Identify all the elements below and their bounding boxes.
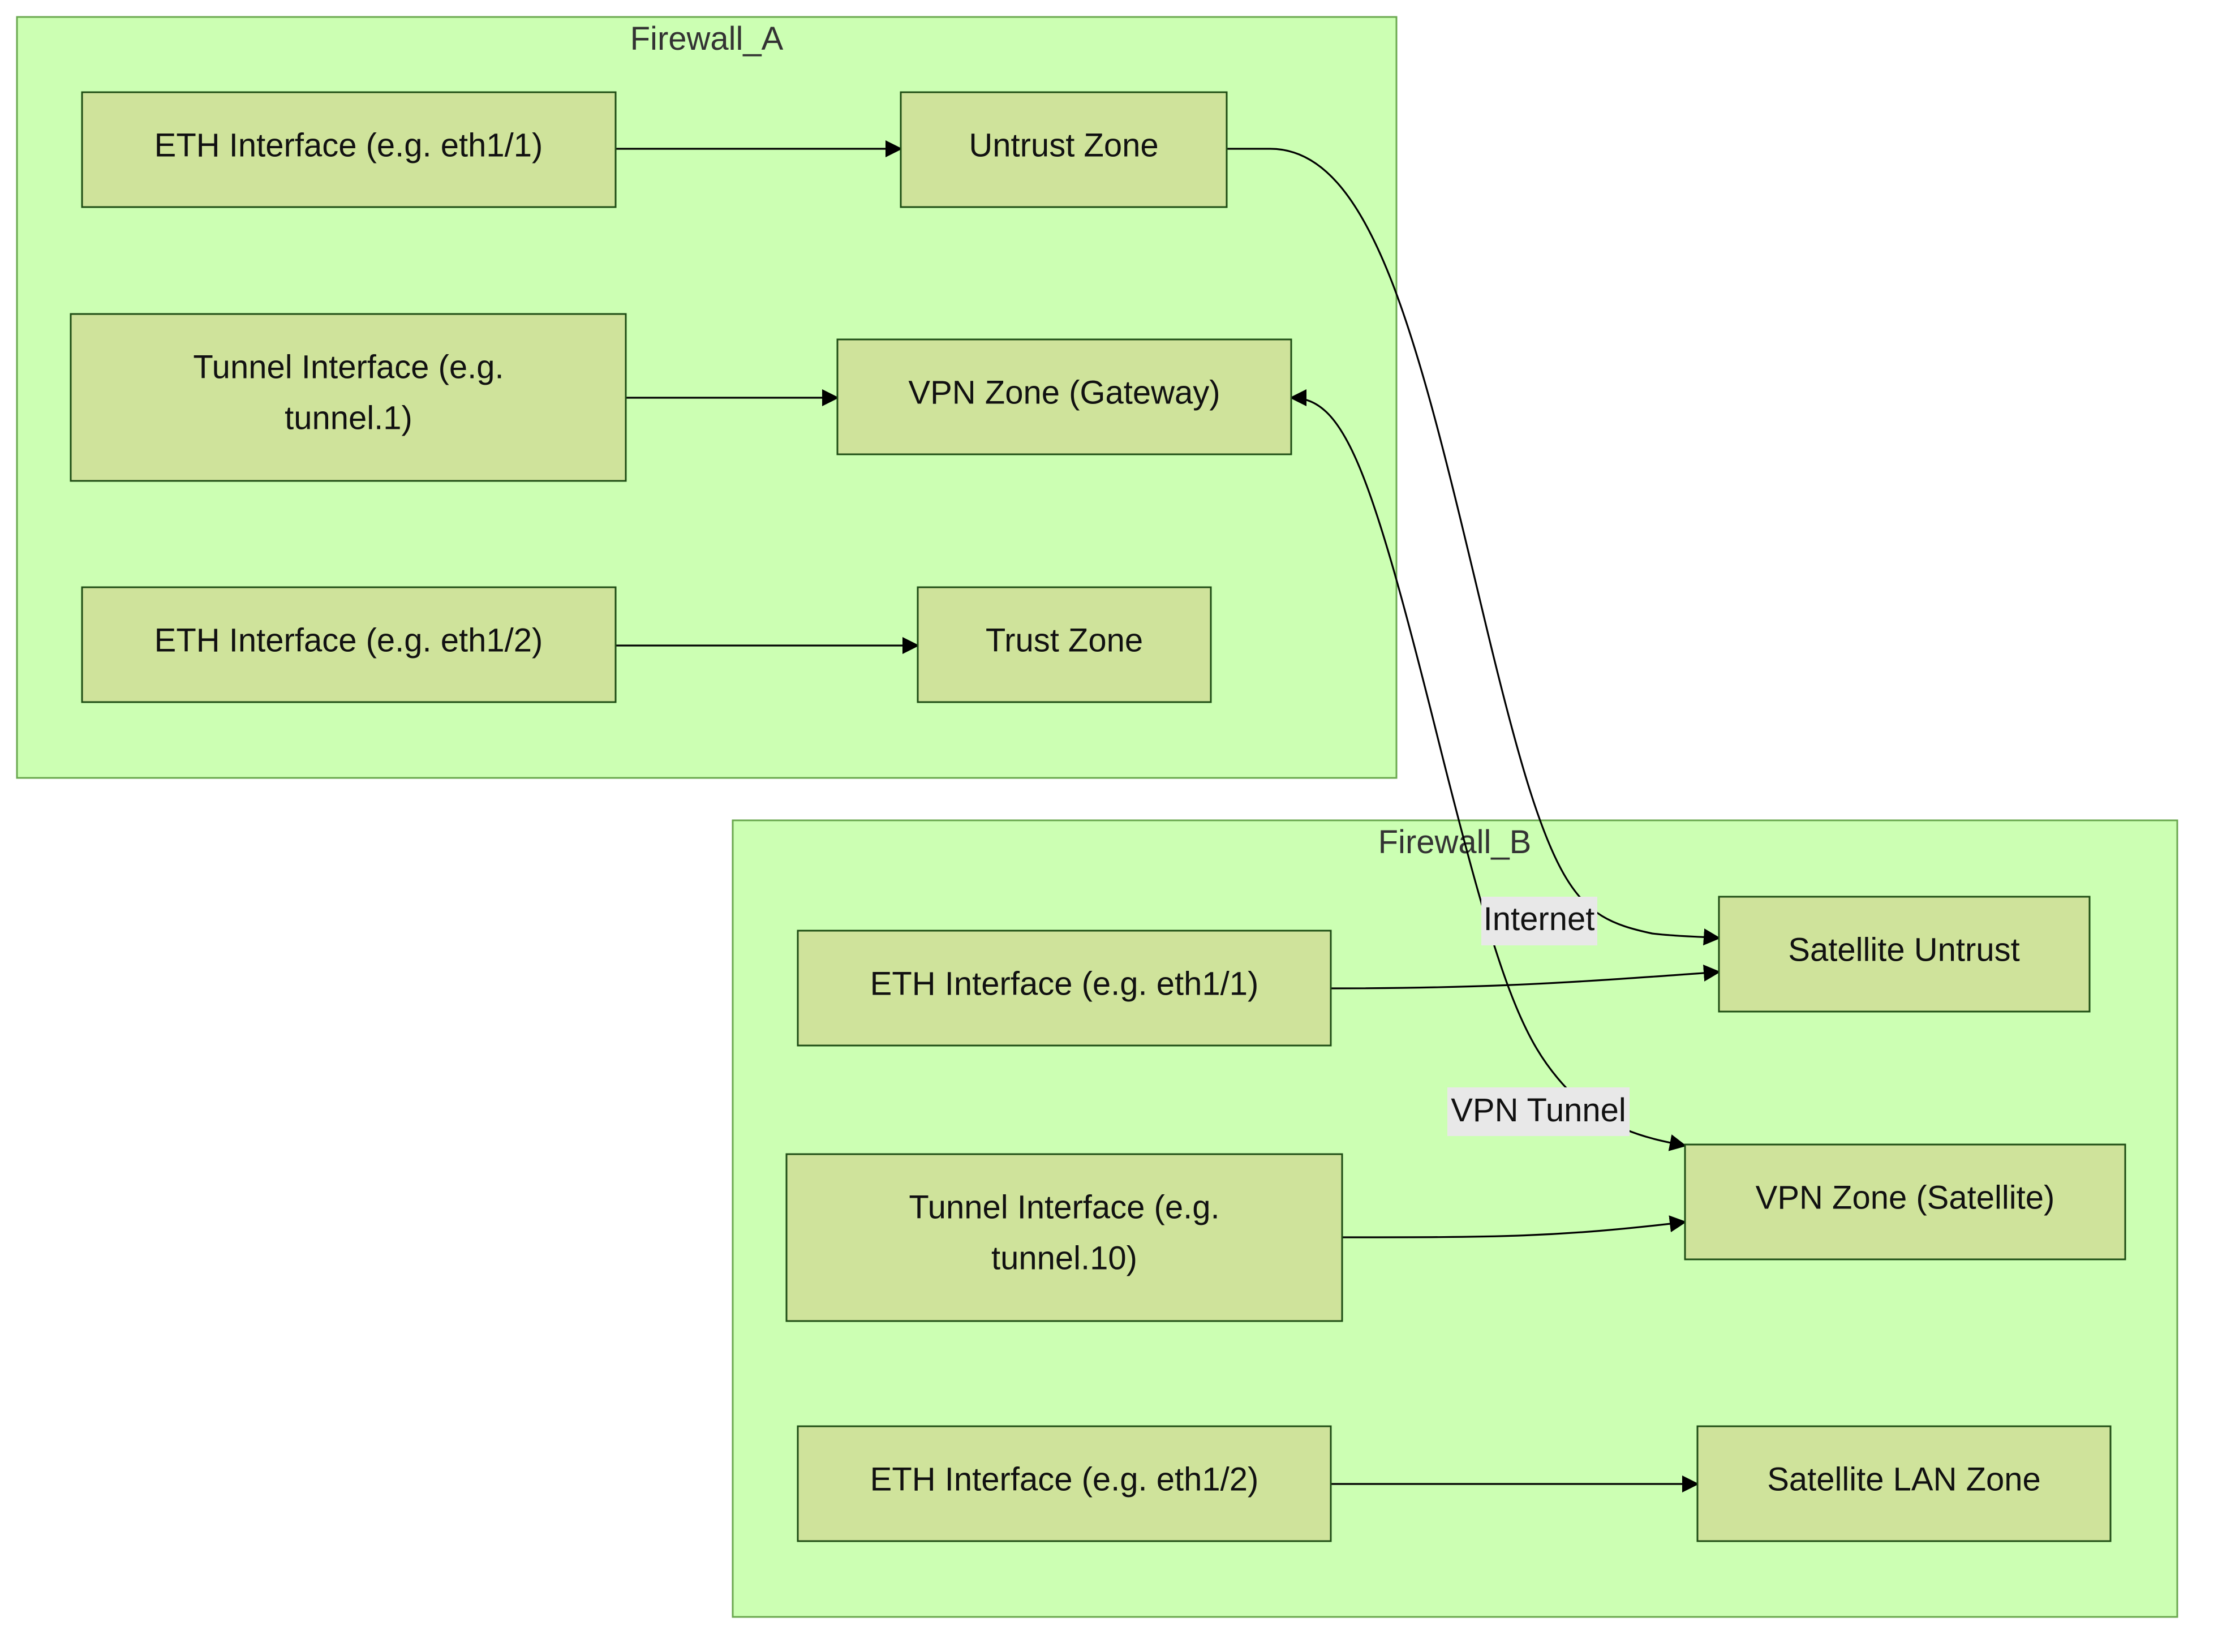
node-b-tunnel-interface: Tunnel Interface (e.g. tunnel.10) xyxy=(785,1153,1343,1322)
node-b-satellite-untrust: Satellite Untrust xyxy=(1718,896,2091,1013)
node-a-eth-interface-1: ETH Interface (e.g. eth1/1) xyxy=(81,91,617,208)
node-a-trust-zone-label: Trust Zone xyxy=(986,622,1143,659)
node-b-eth-interface-2-label: ETH Interface (e.g. eth1/2) xyxy=(870,1461,1259,1498)
edge-label-vpn-tunnel-text: VPN Tunnel xyxy=(1451,1092,1626,1129)
node-a-trust-zone: Trust Zone xyxy=(917,586,1212,703)
node-a-eth-interface-2-label: ETH Interface (e.g. eth1/2) xyxy=(154,622,543,659)
edge-label-internet-text: Internet xyxy=(1484,901,1595,937)
node-b-satellite-lan-zone-label: Satellite LAN Zone xyxy=(1767,1461,2041,1498)
edges xyxy=(616,140,1721,1492)
edge-label-vpn-tunnel: VPN Tunnel xyxy=(1447,1087,1630,1136)
node-b-tunnel-interface-label-line-2: tunnel.10) xyxy=(991,1240,1137,1276)
edge-b-tunnel-to-vpn xyxy=(1342,1215,1687,1238)
edge-label-internet: Internet xyxy=(1481,897,1597,945)
node-a-vpn-zone-gateway-label: VPN Zone (Gateway) xyxy=(908,374,1220,411)
node-b-vpn-zone-satellite: VPN Zone (Satellite) xyxy=(1684,1143,2126,1260)
node-a-tunnel-interface-label-line-2: tunnel.1) xyxy=(285,399,412,436)
node-b-eth-interface-1: ETH Interface (e.g. eth1/1) xyxy=(797,930,1332,1047)
node-a-eth-interface-1-label: ETH Interface (e.g. eth1/1) xyxy=(154,127,543,164)
node-a-tunnel-interface-label-line-1: Tunnel Interface (e.g. xyxy=(193,349,504,385)
node-b-satellite-lan-zone: Satellite LAN Zone xyxy=(1696,1425,2112,1542)
cluster-firewall-b-title: Firewall_B xyxy=(1378,824,1532,861)
node-b-eth-interface-1-label: ETH Interface (e.g. eth1/1) xyxy=(870,965,1259,1002)
node-a-tunnel-interface: Tunnel Interface (e.g. tunnel.1) xyxy=(70,313,627,482)
cluster-firewall-a-title: Firewall_A xyxy=(630,20,784,57)
node-a-vpn-zone-gateway: VPN Zone (Gateway) xyxy=(836,338,1292,455)
node-a-untrust-zone: Untrust Zone xyxy=(900,91,1228,208)
node-b-tunnel-interface-label-line-1: Tunnel Interface (e.g. xyxy=(909,1189,1219,1225)
node-b-vpn-zone-satellite-label: VPN Zone (Satellite) xyxy=(1756,1179,2055,1216)
edge-label-internet-bg xyxy=(1481,897,1597,945)
node-a-eth-interface-2: ETH Interface (e.g. eth1/2) xyxy=(81,586,617,703)
edge-label-vpn-tunnel-bg xyxy=(1447,1087,1630,1136)
node-b-eth-interface-2: ETH Interface (e.g. eth1/2) xyxy=(797,1425,1332,1542)
node-a-untrust-zone-label: Untrust Zone xyxy=(969,127,1158,164)
node-b-satellite-untrust-label: Satellite Untrust xyxy=(1788,931,2019,968)
